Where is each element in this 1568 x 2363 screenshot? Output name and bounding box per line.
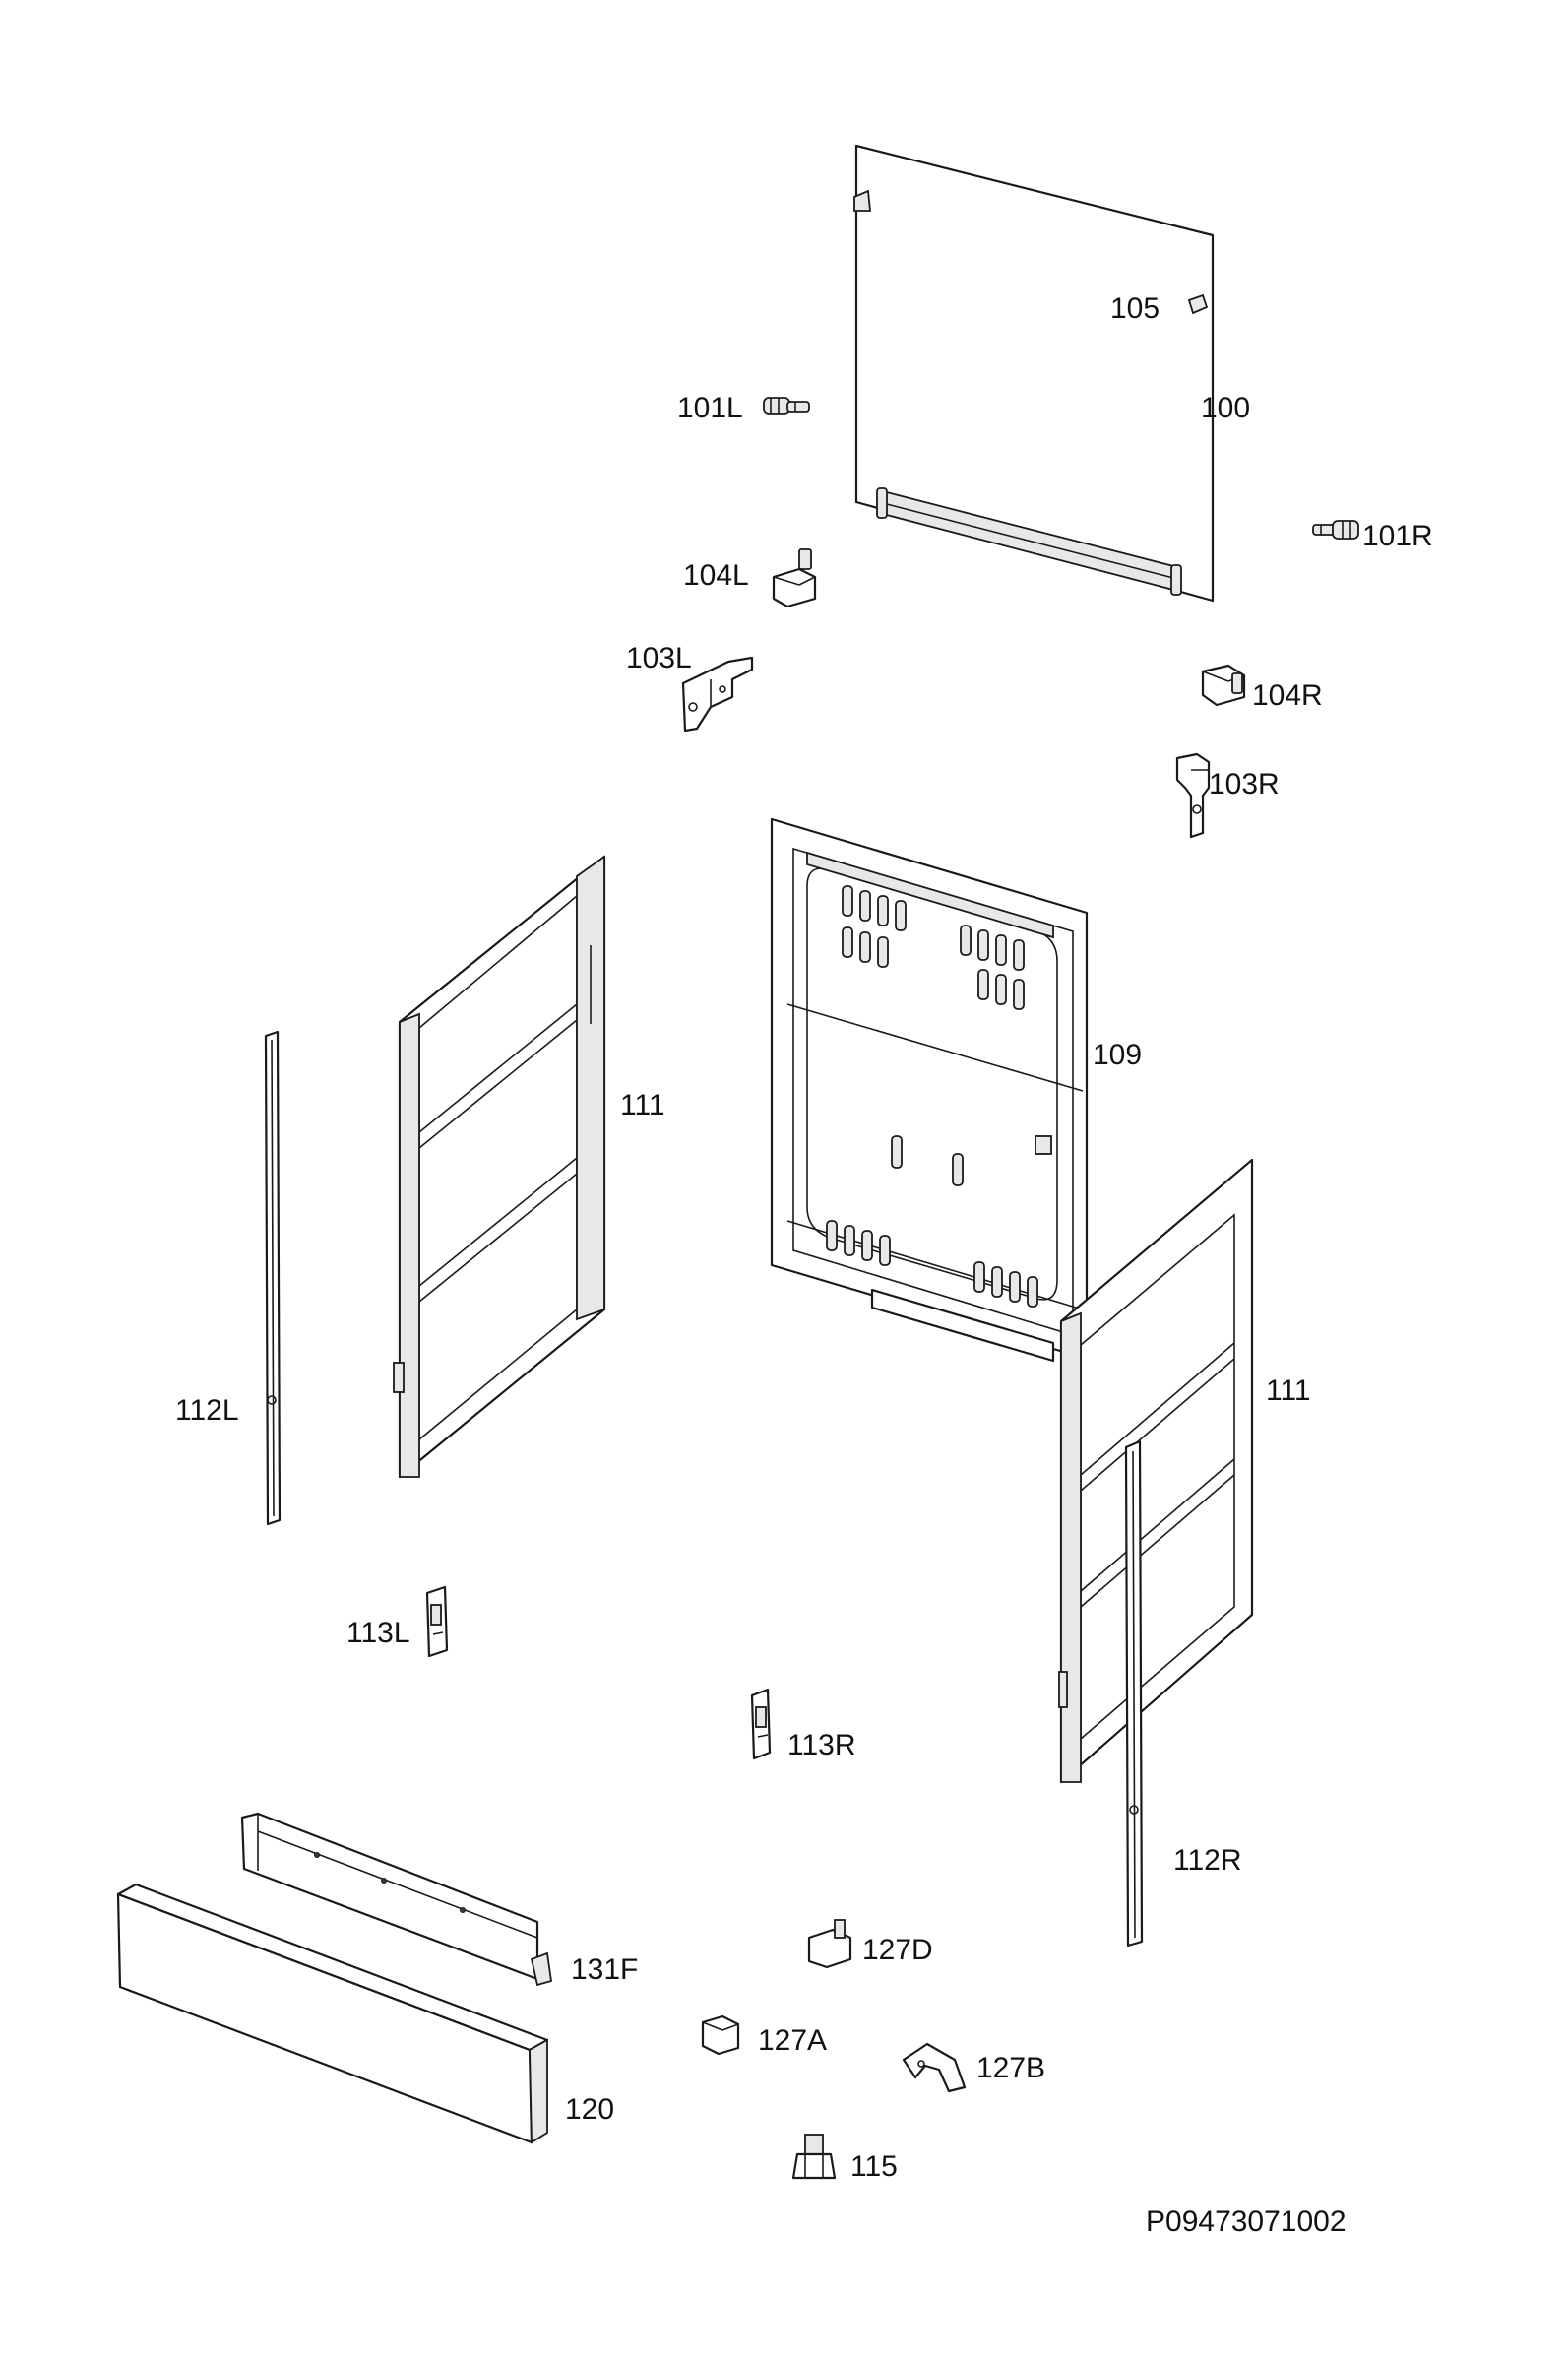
pin-101l — [763, 397, 810, 415]
clip-127d — [807, 1919, 852, 1969]
strip-112l — [264, 1030, 282, 1526]
bracket-103r — [1175, 752, 1211, 839]
label-101r: 101R — [1362, 520, 1433, 552]
bracket-104l — [772, 548, 817, 608]
label-120: 120 — [565, 2093, 614, 2126]
label-104l: 104L — [683, 559, 749, 592]
label-103l: 103L — [626, 642, 692, 674]
label-103r: 103R — [1209, 768, 1280, 800]
label-101l: 101L — [677, 392, 743, 424]
latch-113l — [425, 1585, 449, 1658]
back-panel-109 — [770, 817, 1089, 1363]
door-panel-100 — [853, 144, 1215, 603]
label-112l: 112L — [175, 1394, 239, 1427]
strip-112r — [1124, 1439, 1144, 1948]
label-100: 100 — [1201, 392, 1250, 424]
foot-115 — [791, 2134, 837, 2180]
clip-127b — [902, 2042, 967, 2093]
screw-105 — [1187, 293, 1209, 315]
clip-127a — [701, 2014, 740, 2056]
label-115: 115 — [850, 2150, 898, 2183]
label-112r: 112R — [1173, 1844, 1242, 1877]
label-111-left: 111 — [620, 1089, 665, 1121]
label-105: 105 — [1110, 292, 1160, 325]
label-113r: 113R — [787, 1729, 856, 1761]
label-104r: 104R — [1252, 679, 1323, 712]
pin-101r — [1312, 520, 1359, 540]
label-113l: 113L — [346, 1617, 410, 1649]
label-109: 109 — [1093, 1039, 1142, 1071]
side-panel-111-left — [393, 855, 606, 1479]
latch-113r — [750, 1688, 772, 1760]
bracket-104r — [1201, 664, 1246, 707]
plinth-120 — [116, 1883, 549, 2144]
label-127d: 127D — [862, 1934, 933, 1966]
label-131f: 131F — [571, 1953, 638, 1986]
label-111-right: 111 — [1266, 1374, 1311, 1407]
bracket-103l — [681, 656, 754, 733]
label-127b: 127B — [976, 2052, 1045, 2084]
rail-131f — [240, 1812, 553, 1987]
label-127a: 127A — [758, 2024, 827, 2057]
side-panel-111-right — [1058, 1158, 1254, 1784]
drawing-code: P09473071002 — [1146, 2205, 1347, 2238]
